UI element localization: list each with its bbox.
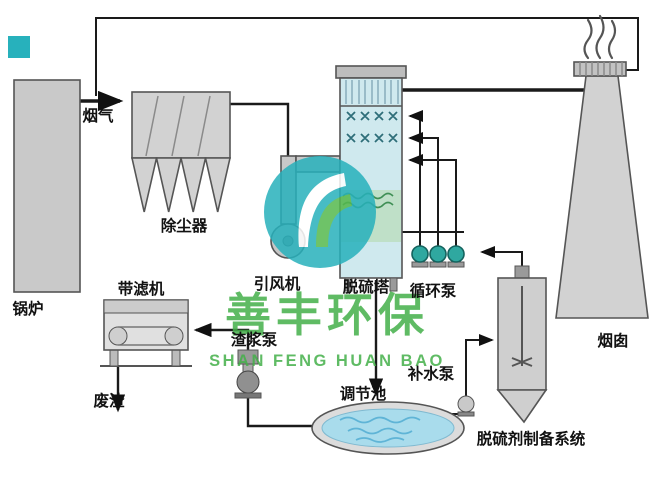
circulation-pump-3 [447, 245, 465, 263]
boiler-body [13, 79, 81, 293]
circulation-pumps [411, 245, 465, 268]
label-makeup-pump: 补水泵 [407, 364, 455, 383]
tower-leg-left [344, 277, 353, 292]
vessel-cone [496, 389, 548, 424]
circulation-riser-1 [408, 110, 423, 246]
filter-belt [118, 326, 174, 346]
label-chimney: 烟囱 [597, 331, 628, 350]
brand-name-cn: 善丰环保 [225, 289, 429, 341]
pool-to-slurry-pump-line [246, 392, 312, 428]
dust-collector-plates [145, 95, 211, 157]
belt-roller-right [164, 326, 184, 346]
corner-brand-mark [8, 36, 30, 58]
label-dust-collector: 除尘器 [161, 216, 208, 235]
belt-filter-leg-left [109, 349, 119, 367]
belt-roller-left [108, 326, 128, 346]
brand-logo-circle [264, 156, 376, 268]
slurry-pump-base [234, 392, 262, 399]
smoke-wisp-3 [607, 19, 617, 60]
label-slurry-pump: 渣浆泵 [231, 330, 278, 349]
belt-filter [100, 299, 192, 367]
label-waste-residue: 废渣 [93, 391, 125, 410]
agitator-paddle [511, 357, 533, 367]
label-regulating-pool: 调节池 [340, 384, 387, 403]
pool-waves [339, 416, 421, 443]
pump-suction-manifold-line [402, 231, 464, 246]
circulation-riser-2 [408, 132, 439, 246]
hopper-4 [204, 157, 232, 213]
makeup-pump-base [457, 411, 475, 417]
makeup-pump-body [457, 395, 475, 413]
hopper-1 [130, 157, 158, 213]
bypass-duct-line [95, 17, 639, 96]
vessel-to-pumps-line [480, 246, 523, 266]
slurry-pump-body [236, 370, 260, 394]
chimney [555, 14, 649, 319]
label-boiler: 锅炉 [12, 299, 43, 318]
belt-filter-cover [103, 299, 189, 314]
smoke-wisp-2 [595, 14, 605, 60]
chimney-shell [555, 75, 649, 319]
dust-collector-casing [131, 91, 231, 159]
smoke-wisp-1 [583, 18, 593, 60]
label-flue-gas: 烟气 [82, 106, 114, 125]
labels: 锅炉 烟气 除尘器 引风机 脱硫塔 循环泵 烟囱 带滤机 渣浆泵 调节池 补水泵… [12, 106, 628, 448]
makeup-to-vessel-line [465, 334, 494, 396]
belt-filter-leg-right [171, 349, 181, 367]
label-tower: 脱硫塔 [343, 277, 390, 296]
demister-grille [345, 80, 399, 104]
makeup-water-pump [457, 395, 475, 417]
regulating-pool [311, 401, 465, 455]
hopper-2 [155, 157, 183, 213]
label-id-fan: 引风机 [254, 274, 301, 293]
label-prep-system: 脱硫剂制备系统 [477, 429, 586, 448]
circulation-pump-2 [429, 245, 447, 263]
dust-collector [130, 91, 232, 213]
slurry-pump [234, 349, 262, 399]
chimney-cap-hatch [579, 62, 623, 76]
label-belt-filter: 带滤机 [118, 279, 165, 298]
agitator-motor [514, 265, 530, 279]
brand-logo-swoosh-green [316, 194, 352, 247]
label-circulation-pump: 循环泵 [410, 281, 457, 300]
watermark: 善丰环保 SHAN FENG HUAN BAO [209, 156, 445, 370]
hopper-3 [179, 157, 207, 213]
spray-nozzles [346, 111, 398, 143]
prep-vessel [496, 265, 548, 424]
circulation-pump-1 [411, 245, 429, 263]
tower-leg-right [389, 277, 398, 292]
tower-cap [335, 65, 407, 79]
slurry-pump-to-filter-line [193, 322, 250, 350]
brand-name-en: SHAN FENG HUAN BAO [209, 352, 445, 370]
chimney-cap [573, 61, 627, 77]
brand-logo-swoosh-white [298, 173, 346, 247]
circulation-riser-3 [408, 154, 457, 246]
